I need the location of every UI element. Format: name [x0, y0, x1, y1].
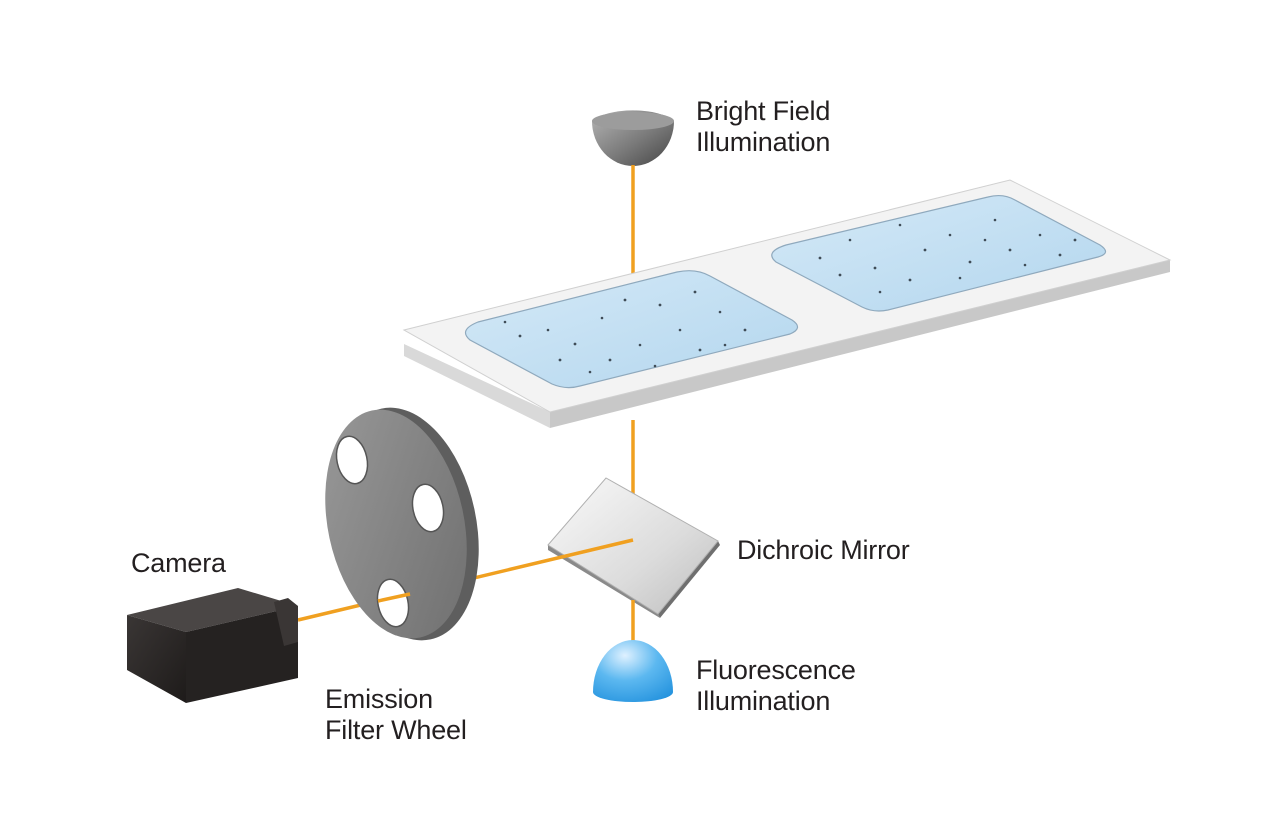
- slide-well-left: [464, 270, 799, 389]
- slide-cells: [503, 218, 1077, 374]
- bright-field-lamp-icon: [592, 110, 674, 166]
- label-dichroic-mirror: Dichroic Mirror: [737, 535, 910, 565]
- label-emission-filter-wheel: Emission Filter Wheel: [325, 684, 467, 745]
- camera-icon: [127, 588, 298, 703]
- fluorescence-lamp-icon: [593, 640, 673, 702]
- label-fluorescence-illumination: Fluorescence Illumination: [696, 655, 856, 716]
- label-camera: Camera: [131, 548, 226, 578]
- label-bright-field-illumination: Bright Field Illumination: [696, 96, 831, 157]
- dichroic-mirror-icon: [547, 477, 720, 618]
- filter-wheel-icon: [325, 407, 479, 641]
- light-path-through-filter: [377, 592, 411, 603]
- slide-well-right: [771, 194, 1107, 312]
- microscope-slide-icon: [402, 179, 1172, 428]
